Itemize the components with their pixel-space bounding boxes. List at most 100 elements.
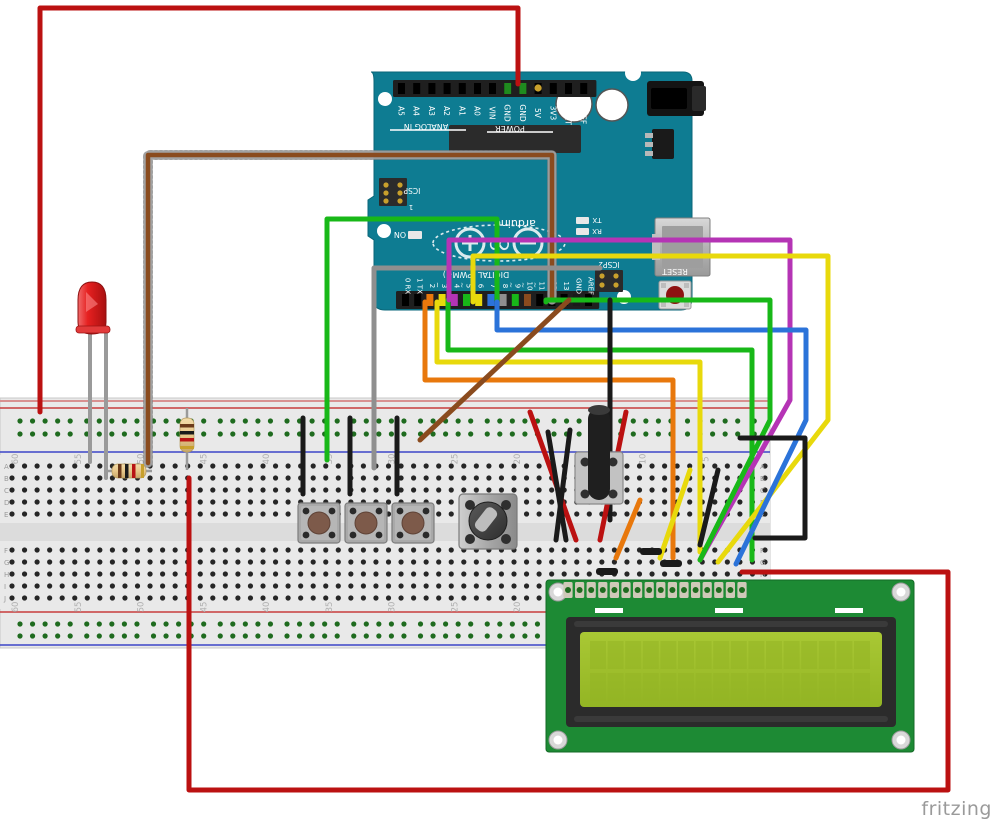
breadboard-hole[interactable] bbox=[473, 559, 479, 565]
breadboard-hole[interactable] bbox=[272, 583, 279, 589]
breadboard-rail-hole[interactable] bbox=[17, 621, 23, 627]
breadboard-hole[interactable] bbox=[235, 559, 241, 565]
breadboard-hole[interactable] bbox=[448, 559, 454, 565]
breadboard-hole[interactable] bbox=[360, 487, 366, 493]
digital-header-pin[interactable] bbox=[511, 294, 519, 306]
breadboard-rail-hole[interactable] bbox=[267, 633, 274, 639]
breadboard-hole[interactable] bbox=[160, 595, 166, 601]
breadboard-hole[interactable] bbox=[436, 499, 442, 505]
breadboard-hole[interactable] bbox=[197, 559, 203, 565]
breadboard-hole[interactable] bbox=[373, 595, 379, 601]
breadboard-rail-hole[interactable] bbox=[55, 633, 61, 639]
breadboard-rail-hole[interactable] bbox=[267, 431, 274, 437]
header-pin[interactable] bbox=[549, 83, 557, 94]
breadboard-hole[interactable] bbox=[737, 511, 743, 517]
breadboard-hole[interactable] bbox=[72, 547, 78, 553]
breadboard-rail-hole[interactable] bbox=[29, 633, 36, 639]
breadboard-hole[interactable] bbox=[473, 571, 479, 577]
breadboard-hole[interactable] bbox=[385, 475, 392, 481]
breadboard-rail-hole[interactable] bbox=[17, 418, 23, 424]
breadboard-hole[interactable] bbox=[674, 475, 680, 481]
breadboard-hole[interactable] bbox=[285, 511, 291, 517]
breadboard-hole[interactable] bbox=[147, 487, 153, 493]
breadboard-hole[interactable] bbox=[84, 463, 90, 469]
breadboard-hole[interactable] bbox=[385, 463, 392, 469]
breadboard-rail-hole[interactable] bbox=[684, 431, 691, 437]
breadboard-hole[interactable] bbox=[210, 559, 216, 565]
breadboard-hole[interactable] bbox=[649, 487, 655, 493]
breadboard-hole[interactable] bbox=[599, 547, 605, 553]
breadboard-hole[interactable] bbox=[323, 583, 329, 589]
breadboard-rail-hole[interactable] bbox=[17, 431, 23, 437]
breadboard-rail-hole[interactable] bbox=[388, 418, 394, 424]
breadboard-hole[interactable] bbox=[298, 559, 304, 565]
breadboard-hole[interactable] bbox=[272, 511, 279, 517]
breadboard-hole[interactable] bbox=[762, 487, 768, 493]
breadboard-rail-hole[interactable] bbox=[134, 418, 140, 424]
breadboard-rail-hole[interactable] bbox=[509, 418, 515, 424]
breadboard-hole[interactable] bbox=[47, 547, 53, 553]
breadboard-rail-hole[interactable] bbox=[376, 633, 382, 639]
breadboard-rail-hole[interactable] bbox=[230, 633, 236, 639]
wire-pin2-orange[interactable] bbox=[422, 299, 676, 561]
breadboard-hole[interactable] bbox=[536, 583, 542, 589]
breadboard-hole[interactable] bbox=[335, 475, 341, 481]
breadboard-rail-hole[interactable] bbox=[430, 418, 436, 424]
breadboard-hole[interactable] bbox=[109, 499, 115, 505]
breadboard-rail-hole[interactable] bbox=[121, 633, 127, 639]
breadboard-hole[interactable] bbox=[724, 559, 730, 565]
breadboard-hole[interactable] bbox=[9, 475, 15, 481]
breadboard-rail-hole[interactable] bbox=[42, 418, 48, 424]
breadboard-hole[interactable] bbox=[109, 487, 115, 493]
breadboard-hole[interactable] bbox=[21, 571, 28, 577]
breadboard-hole[interactable] bbox=[624, 463, 630, 469]
breadboard-hole[interactable] bbox=[247, 571, 254, 577]
breadboard-hole[interactable] bbox=[210, 583, 216, 589]
breadboard-hole[interactable] bbox=[247, 559, 254, 565]
breadboard-hole[interactable] bbox=[523, 583, 530, 589]
breadboard-hole[interactable] bbox=[147, 583, 153, 589]
breadboard-hole[interactable] bbox=[310, 547, 316, 553]
breadboard-hole[interactable] bbox=[235, 463, 241, 469]
breadboard-rail-hole[interactable] bbox=[163, 431, 169, 437]
breadboard-hole[interactable] bbox=[122, 499, 128, 505]
breadboard-hole[interactable] bbox=[536, 487, 542, 493]
breadboard-rail-hole[interactable] bbox=[710, 431, 716, 437]
breadboard-hole[interactable] bbox=[536, 547, 542, 553]
breadboard-rail-hole[interactable] bbox=[455, 633, 461, 639]
breadboard-hole[interactable] bbox=[498, 559, 505, 565]
breadboard-hole[interactable] bbox=[47, 571, 53, 577]
breadboard-hole[interactable] bbox=[97, 475, 103, 481]
breadboard-rail-hole[interactable] bbox=[376, 431, 382, 437]
breadboard-hole[interactable] bbox=[674, 571, 680, 577]
breadboard-hole[interactable] bbox=[197, 595, 203, 601]
breadboard-hole[interactable] bbox=[172, 499, 178, 505]
breadboard-hole[interactable] bbox=[235, 511, 241, 517]
breadboard-hole[interactable] bbox=[197, 475, 203, 481]
breadboard-hole[interactable] bbox=[72, 559, 78, 565]
breadboard-hole[interactable] bbox=[611, 559, 618, 565]
breadboard-hole[interactable] bbox=[247, 595, 254, 601]
breadboard-hole[interactable] bbox=[247, 547, 254, 553]
breadboard-rail-hole[interactable] bbox=[217, 418, 223, 424]
breadboard-hole[interactable] bbox=[523, 463, 530, 469]
breadboard-hole[interactable] bbox=[72, 595, 78, 601]
breadboard-hole[interactable] bbox=[473, 595, 479, 601]
breadboard-hole[interactable] bbox=[285, 559, 291, 565]
breadboard-hole[interactable] bbox=[134, 499, 141, 505]
breadboard-rail-hole[interactable] bbox=[376, 621, 382, 627]
digital-header-pin[interactable] bbox=[524, 294, 531, 306]
breadboard-rail-hole[interactable] bbox=[630, 418, 636, 424]
breadboard-hole[interactable] bbox=[260, 463, 266, 469]
breadboard-hole[interactable] bbox=[172, 595, 178, 601]
breadboard-hole[interactable] bbox=[549, 571, 555, 577]
wire-black-loop[interactable] bbox=[737, 435, 808, 541]
breadboard-hole[interactable] bbox=[172, 583, 178, 589]
resistor-vertical[interactable] bbox=[179, 408, 195, 470]
breadboard-hole[interactable] bbox=[624, 499, 630, 505]
breadboard-rail-hole[interactable] bbox=[242, 418, 248, 424]
breadboard-hole[interactable] bbox=[523, 487, 530, 493]
breadboard-rail-hole[interactable] bbox=[363, 431, 369, 437]
breadboard-hole[interactable] bbox=[172, 559, 178, 565]
breadboard-rail-hole[interactable] bbox=[267, 418, 274, 424]
